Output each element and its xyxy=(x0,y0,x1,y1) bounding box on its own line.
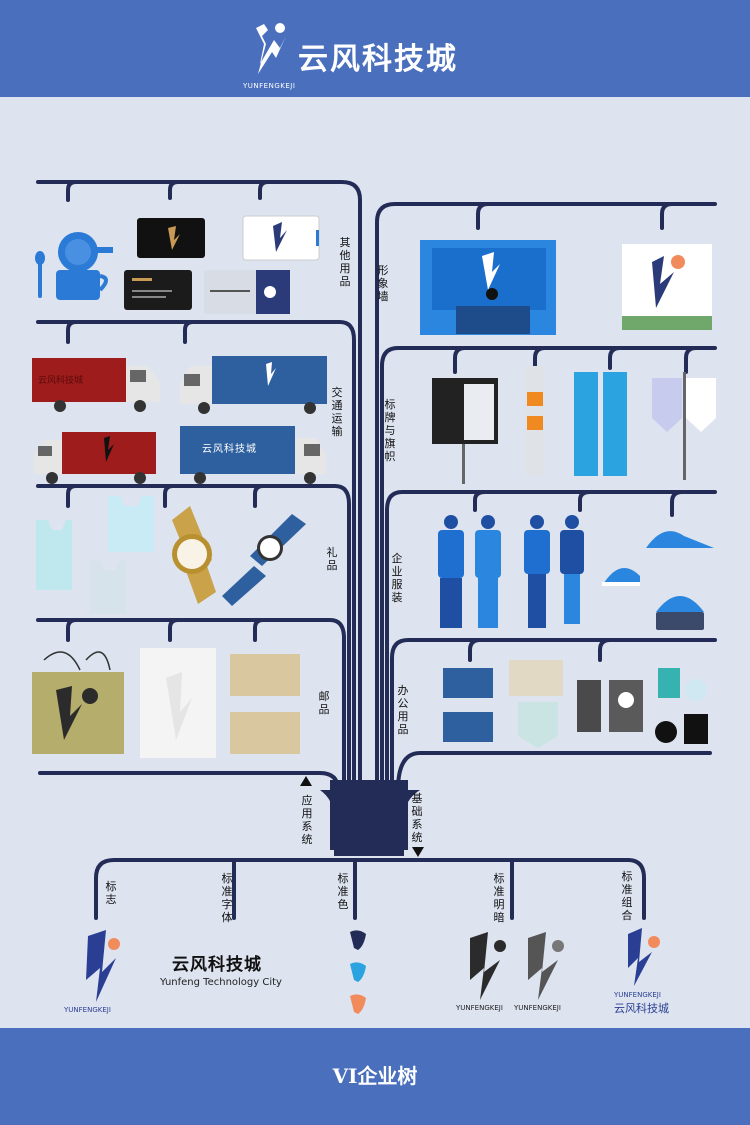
uniform-figures xyxy=(438,515,584,628)
envelope-bottom xyxy=(230,712,300,754)
branch-label-gift: 礼品 xyxy=(326,546,338,572)
branch-label-std-color: 标准色 xyxy=(337,872,349,911)
branch-label-office: 办公用品 xyxy=(397,684,409,736)
logo-grey-version xyxy=(528,932,564,1000)
combo-caption-cn: 云风科技城 xyxy=(614,1002,669,1015)
branch-label-basic: 基础系统 xyxy=(411,792,423,844)
branch-label-transport: 交通运输 xyxy=(331,386,343,438)
branch-label-std-light-dark: 标准明暗 xyxy=(493,872,505,924)
logo-dark-version xyxy=(470,932,506,1000)
branch-label-other: 其他用品 xyxy=(339,236,351,288)
office-folder-top xyxy=(443,668,493,698)
office-sticker-round xyxy=(685,679,707,701)
branch-label-application: 应用系统 xyxy=(301,794,313,846)
branch-label-logo: 标志 xyxy=(105,880,117,906)
standard-color-swatches xyxy=(350,930,366,1014)
logo-caption-grey: YUNFENGKEJI xyxy=(514,1004,561,1012)
red-truck-bottom xyxy=(34,432,156,484)
blue-truck-top xyxy=(180,356,327,414)
logo-caption: YUNFENGKEJI xyxy=(64,1006,111,1014)
office-card xyxy=(509,660,563,696)
office-cup xyxy=(658,668,680,698)
branch-label-std-font: 标准字体 xyxy=(221,872,233,924)
kraft-paper-bag xyxy=(32,651,124,754)
uniform-caps xyxy=(602,531,714,630)
combo-caption-en: YUNFENGKEJI xyxy=(614,991,661,999)
signage-totem-1 xyxy=(574,372,598,476)
footer-bar: VI企业树 xyxy=(0,1028,750,1125)
office-notebook-dark xyxy=(577,680,601,732)
truck-text-red: 云风科技城 xyxy=(38,376,84,386)
font-demo-cn: 云风科技城 xyxy=(172,955,262,975)
gold-watch xyxy=(172,506,216,604)
flag-right xyxy=(686,378,716,432)
gift-bag-grey xyxy=(90,560,126,614)
logo-combo-version xyxy=(628,928,660,986)
office-folder-bottom xyxy=(443,712,493,742)
branch-label-image-wall: 形象墙 xyxy=(377,264,389,303)
truck-text-blue: 云风科技城 xyxy=(202,444,257,455)
logo-caption-dark: YUNFENGKEJI xyxy=(456,1004,503,1012)
signage-totem-2 xyxy=(603,372,627,476)
envelope-top xyxy=(230,654,300,696)
brand-name: 云风科技城 xyxy=(298,42,458,77)
logo-main xyxy=(86,930,120,1002)
red-truck-top xyxy=(32,358,160,412)
standing-image-wall xyxy=(622,244,712,330)
office-cup-black xyxy=(684,714,708,744)
branch-label-signage: 标牌与旗帜 xyxy=(384,398,396,463)
reception-image-wall xyxy=(420,240,556,335)
branch-label-mail: 邮品 xyxy=(318,690,330,716)
flag-left xyxy=(652,378,682,432)
cup-and-spoon-illustration xyxy=(35,232,113,300)
header-bar: YUNFENGKEJI 云风科技城 xyxy=(0,0,750,97)
branch-label-uniform: 企业服装 xyxy=(391,552,403,604)
brand-logo-icon xyxy=(256,23,286,74)
font-demo-en: Yunfeng Technology City xyxy=(160,977,282,988)
gift-bag-teal xyxy=(36,520,72,590)
footer-title: VI企业树 xyxy=(332,1064,418,1088)
gift-bag-light-blue xyxy=(108,496,154,552)
office-envelope-cyan xyxy=(518,702,558,748)
brand-subtitle: YUNFENGKEJI xyxy=(243,82,296,90)
blue-truck-bottom xyxy=(180,426,326,484)
blue-watch xyxy=(222,514,306,606)
branch-label-std-combo: 标准组合 xyxy=(621,870,633,922)
office-badge-black xyxy=(655,721,677,743)
